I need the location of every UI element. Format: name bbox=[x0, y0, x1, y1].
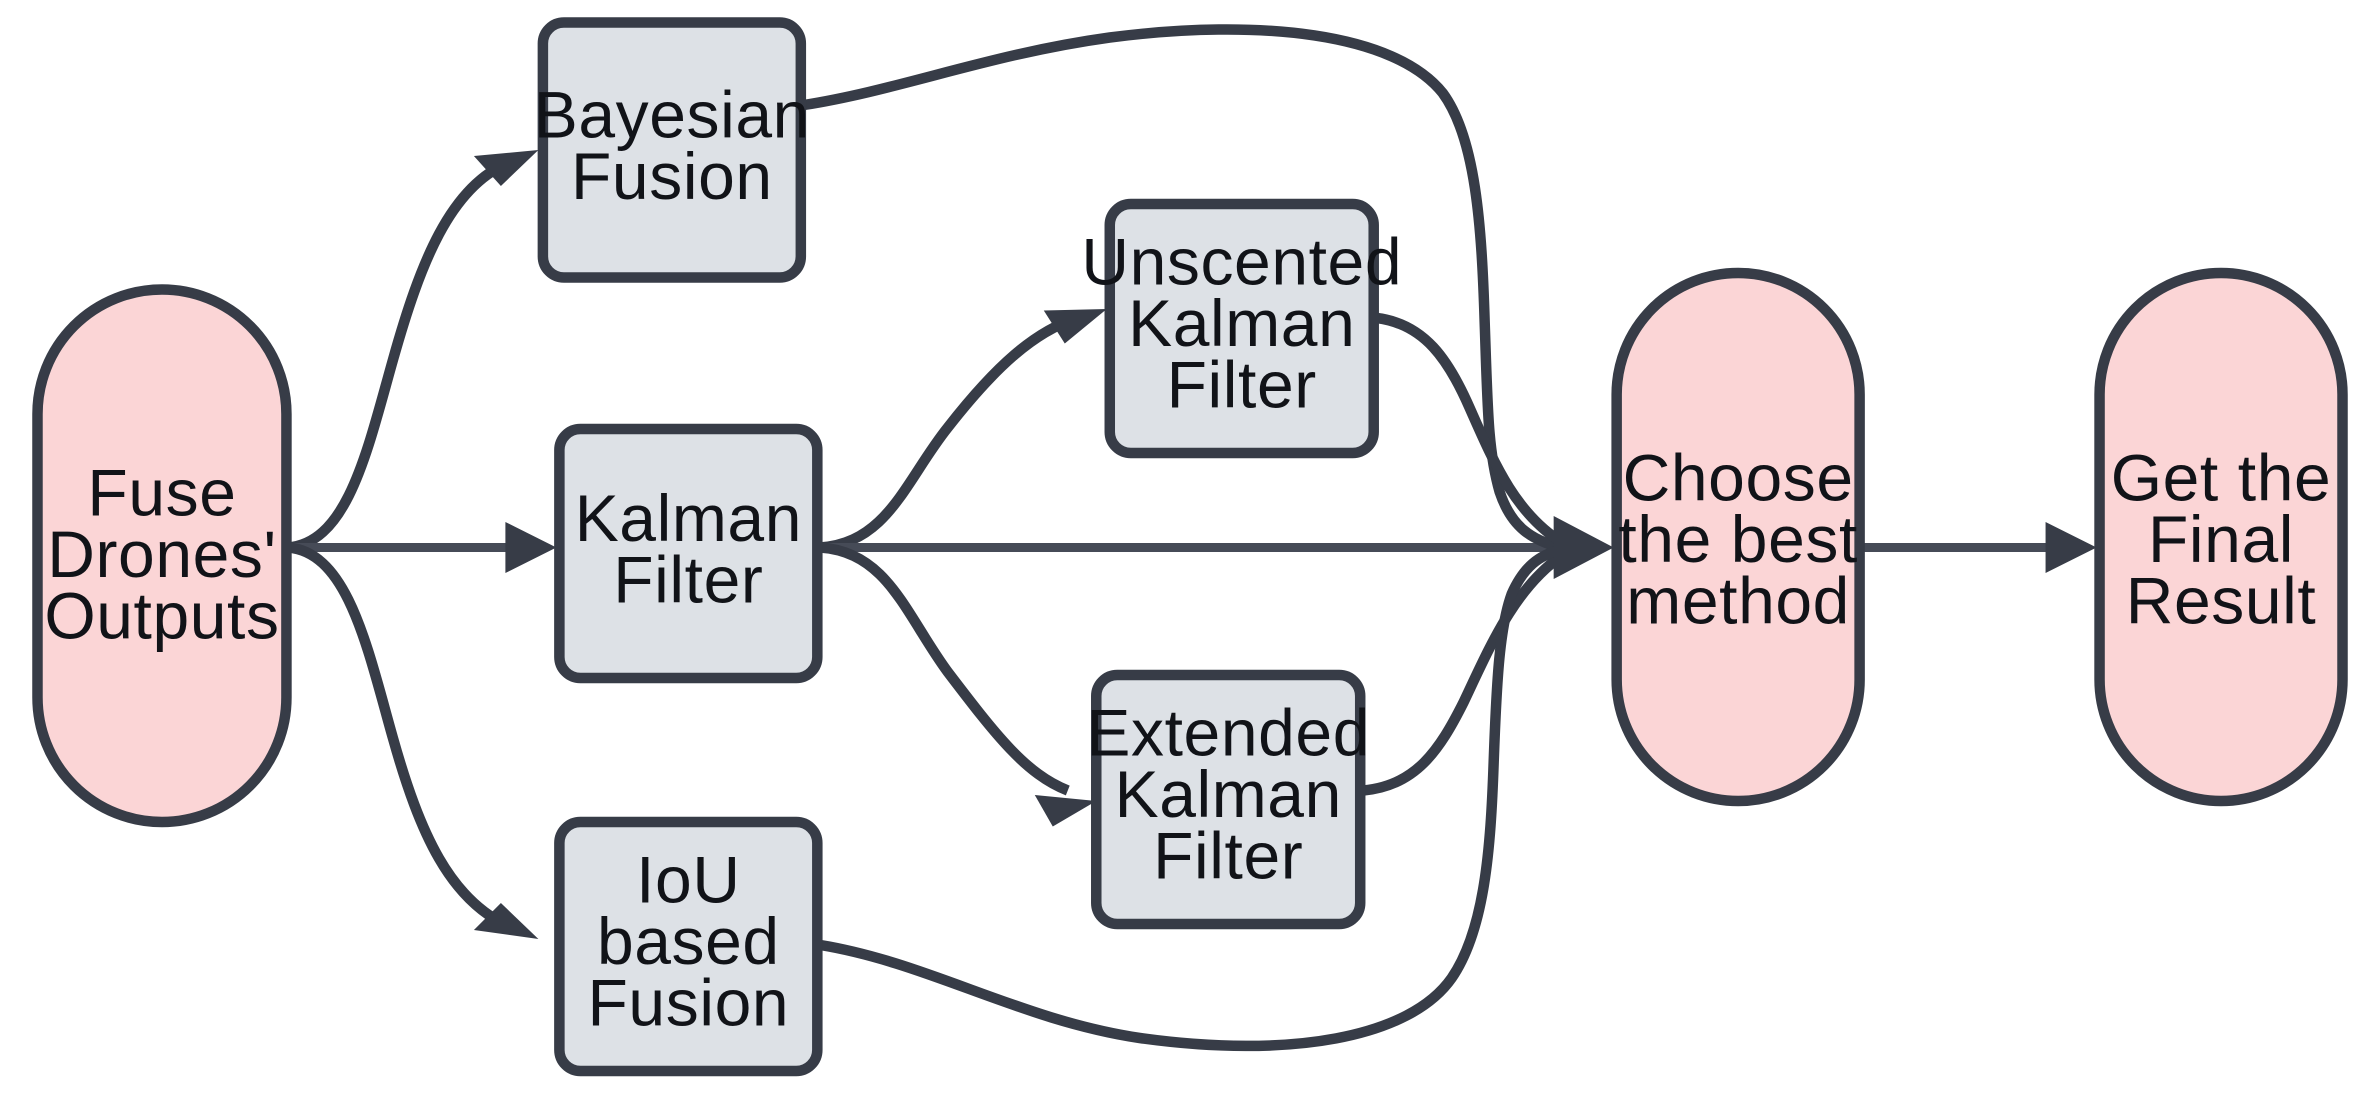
edge-kalman-to-ukf bbox=[819, 309, 1107, 553]
node-get-the-final-result[interactable]: Get the Final Result bbox=[2094, 267, 2348, 807]
edge-fuse-to-iou bbox=[287, 542, 539, 939]
node-iou-based-fusion-shape[interactable] bbox=[554, 816, 823, 1077]
edge-iou-to-choose bbox=[819, 543, 1565, 1052]
node-kalman-filter[interactable]: Kalman Filter bbox=[554, 423, 823, 684]
node-choose-the-best-method-shape[interactable] bbox=[1611, 267, 1865, 807]
node-choose-the-best-method[interactable]: Choose the best method bbox=[1611, 267, 1865, 807]
edge-fuse-to-bayesian bbox=[287, 150, 539, 553]
node-bayesian-fusion[interactable]: Bayesian Fusion bbox=[534, 17, 810, 283]
edge-fuse-to-kalman bbox=[287, 522, 557, 573]
node-get-the-final-result-shape[interactable] bbox=[2094, 267, 2348, 807]
edge-bayesian-to-choose bbox=[803, 24, 1562, 553]
node-kalman-filter-shape[interactable] bbox=[554, 423, 823, 684]
arrowhead-bayesian bbox=[473, 150, 539, 186]
edge-ukf-to-choose bbox=[1375, 312, 1566, 548]
edge-ekf-to-choose bbox=[1362, 550, 1566, 796]
node-extended-kalman-filter[interactable]: Extended Kalman Filter bbox=[1086, 669, 1370, 930]
arrowhead-choose bbox=[1553, 516, 1614, 579]
node-fuse-drones-outputs-shape[interactable] bbox=[32, 284, 292, 828]
node-extended-kalman-filter-shape[interactable] bbox=[1091, 669, 1366, 930]
arrowhead-ukf bbox=[1043, 309, 1107, 344]
arrowhead-iou bbox=[473, 903, 539, 939]
arrowhead-kalman bbox=[505, 522, 557, 573]
edge-layer bbox=[287, 24, 2097, 1052]
arrowhead-final bbox=[2045, 522, 2097, 573]
node-fuse-drones-outputs[interactable]: Fuse Drones' Outputs bbox=[32, 284, 292, 828]
node-unscented-kalman-filter[interactable]: Unscented Kalman Filter bbox=[1081, 198, 1402, 459]
edge-kalman-to-ekf bbox=[819, 542, 1097, 827]
node-unscented-kalman-filter-shape[interactable] bbox=[1104, 198, 1379, 459]
node-iou-based-fusion[interactable]: IoU based Fusion bbox=[554, 816, 823, 1077]
node-bayesian-fusion-shape[interactable] bbox=[537, 17, 807, 283]
edge-choose-to-final bbox=[1862, 522, 2097, 573]
arrowhead-ekf bbox=[1034, 795, 1097, 827]
